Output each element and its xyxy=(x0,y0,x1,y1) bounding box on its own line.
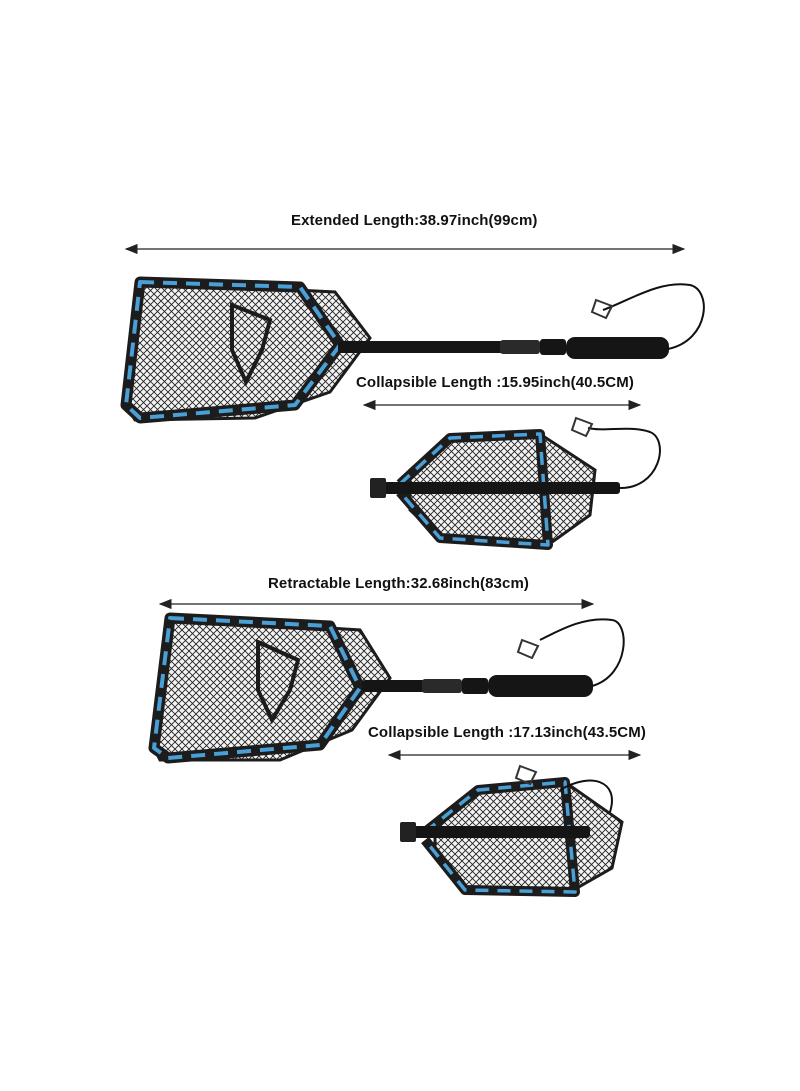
landing-net-collapsed-2 xyxy=(400,764,624,897)
landing-net-collapsed-1 xyxy=(370,416,661,550)
collapsible-length-label-1: Collapsible Length :15.95inch(40.5CM) xyxy=(356,374,634,391)
retractable-length-label: Retractable Length:32.68inch(83cm) xyxy=(268,575,529,592)
landing-net-retractable xyxy=(148,612,625,764)
extended-length-label: Extended Length:38.97inch(99cm) xyxy=(291,212,538,229)
collapsible-length-label-2: Collapsible Length :17.13inch(43.5CM) xyxy=(368,724,646,741)
landing-net-extended xyxy=(120,276,705,424)
